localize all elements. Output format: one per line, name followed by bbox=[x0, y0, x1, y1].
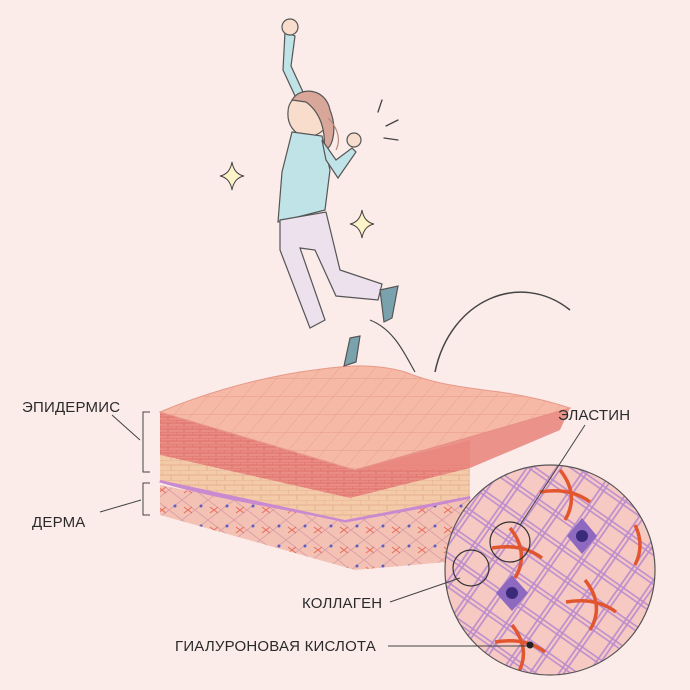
leader-lines bbox=[99, 411, 586, 647]
label-dermis: ДЕРМА bbox=[32, 514, 86, 531]
dermis-layer bbox=[160, 485, 470, 570]
sparkle-icon bbox=[219, 161, 245, 191]
collagen-callout-circle bbox=[452, 549, 490, 587]
label-hyaluronic-acid: ГИАЛУРОНОВАЯ КИСЛОТА bbox=[175, 638, 376, 655]
upper-dermis-band bbox=[160, 455, 470, 520]
motion-lines-icon bbox=[377, 99, 399, 141]
jumping-woman bbox=[277, 18, 399, 367]
hyaluronic-dot bbox=[526, 641, 534, 649]
epidermis-layer bbox=[160, 412, 470, 498]
zoom-circle bbox=[444, 464, 656, 676]
label-elastin: ЭЛАСТИН bbox=[558, 407, 630, 424]
skin-surface bbox=[158, 365, 572, 471]
label-epidermis: ЭПИДЕРМИС bbox=[22, 399, 120, 416]
elastin-callout-circle bbox=[489, 521, 531, 563]
hyaluronic-cells bbox=[496, 518, 597, 611]
skin-block bbox=[158, 365, 572, 570]
jump-trajectory bbox=[434, 291, 571, 373]
label-collagen: КОЛЛАГЕН bbox=[302, 595, 382, 612]
sparkle-icon bbox=[349, 209, 375, 239]
